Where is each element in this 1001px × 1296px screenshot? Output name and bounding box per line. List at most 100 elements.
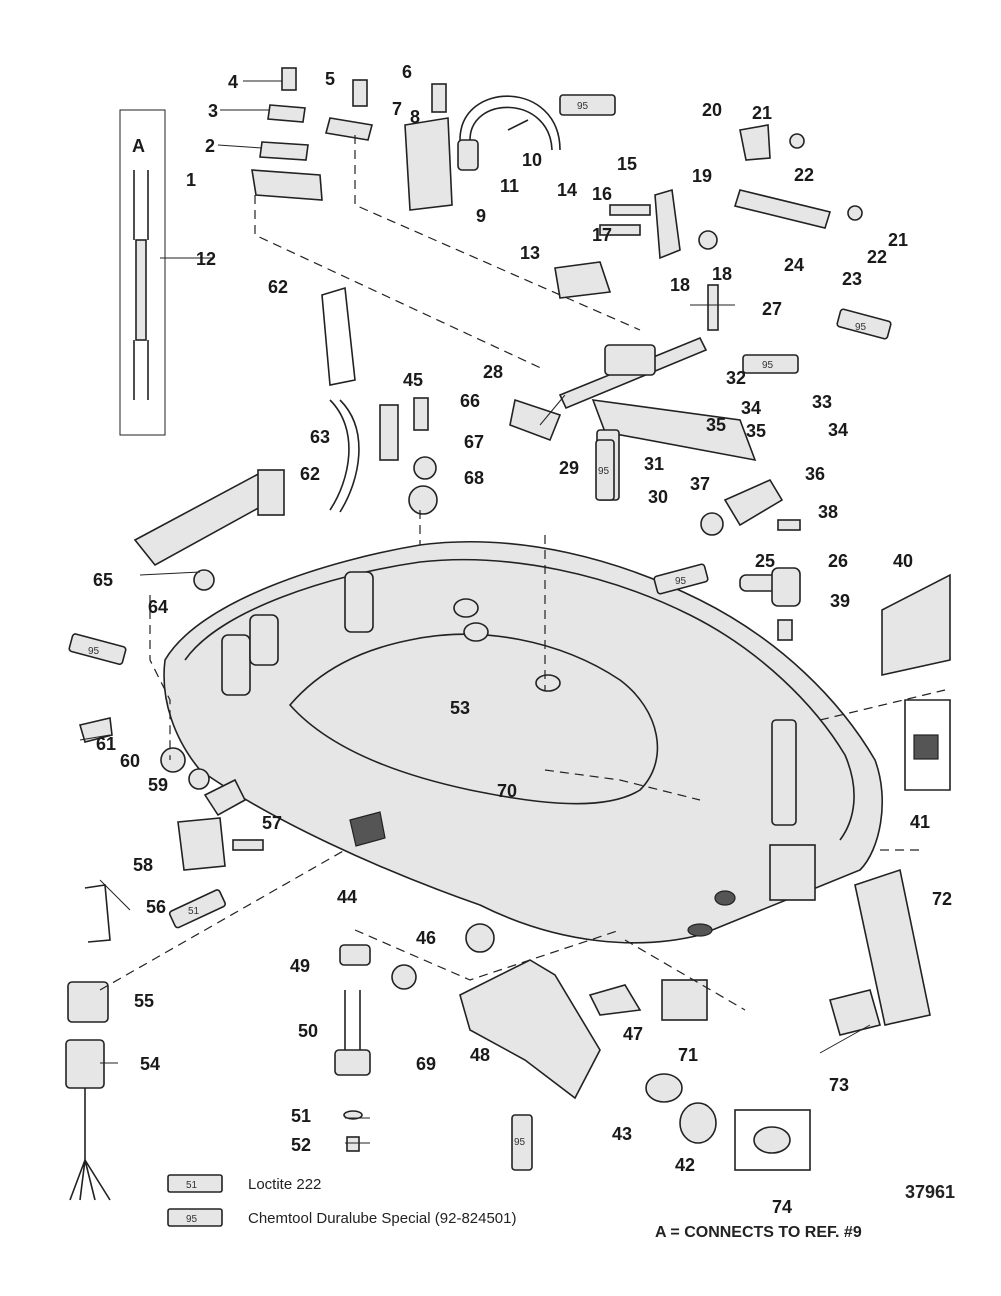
throttle-shaft-assembly bbox=[509, 336, 801, 536]
callout-73: 73 bbox=[829, 1075, 849, 1095]
callout-63: 63 bbox=[310, 427, 330, 447]
callout-14: 14 bbox=[557, 180, 577, 200]
tube-95-right: 95 bbox=[836, 308, 892, 340]
callout-35b: 35 bbox=[746, 421, 766, 441]
callout-12: 12 bbox=[196, 249, 216, 269]
callout-46: 46 bbox=[416, 928, 436, 948]
callout-6: 6 bbox=[402, 62, 412, 82]
legend: 51 Loctite 222 95 Chemtool Duralube Spec… bbox=[167, 1174, 517, 1227]
bottom-parts bbox=[334, 923, 811, 1171]
callout-62b: 62 bbox=[300, 464, 320, 484]
callout-45: 45 bbox=[403, 370, 423, 390]
linkage-cluster bbox=[554, 124, 863, 331]
callout-39: 39 bbox=[830, 591, 850, 611]
callout-31: 31 bbox=[644, 454, 664, 474]
callout-48: 48 bbox=[470, 1045, 490, 1065]
callout-52: 52 bbox=[291, 1135, 311, 1155]
svg-text:95: 95 bbox=[514, 1137, 526, 1148]
callout-20: 20 bbox=[702, 100, 722, 120]
callout-58: 58 bbox=[133, 855, 153, 875]
tube-95-mid: 95 bbox=[595, 439, 615, 501]
callout-10: 10 bbox=[522, 150, 542, 170]
callout-44: 44 bbox=[337, 887, 357, 907]
callout-27: 27 bbox=[762, 299, 782, 319]
callout-49: 49 bbox=[290, 956, 310, 976]
legend-text-95: Chemtool Duralube Special (92-824501) bbox=[248, 1210, 517, 1227]
tube-95-bottom: 95 bbox=[511, 1114, 533, 1171]
callout-68: 68 bbox=[464, 468, 484, 488]
callout-19: 19 bbox=[692, 166, 712, 186]
bottom-cowl bbox=[163, 540, 884, 944]
callout-5: 5 bbox=[325, 69, 335, 89]
callout-55: 55 bbox=[134, 991, 154, 1011]
callout-69: 69 bbox=[416, 1054, 436, 1074]
callout-40: 40 bbox=[893, 551, 913, 571]
callout-23: 23 bbox=[842, 269, 862, 289]
tube-51-left: 51 bbox=[168, 889, 226, 929]
callout-53: 53 bbox=[450, 698, 470, 718]
callout-28: 28 bbox=[483, 362, 503, 382]
callout-59: 59 bbox=[148, 775, 168, 795]
callout-21b: 21 bbox=[888, 230, 908, 250]
right-side-parts bbox=[739, 567, 951, 1036]
callout-labels: 4 3 2 1 5 6 7 8 9 10 11 12 13 14 15 16 1… bbox=[93, 62, 952, 1217]
callout-65: 65 bbox=[93, 570, 113, 590]
callout-62a: 62 bbox=[268, 277, 288, 297]
tube-95-top: 95 bbox=[559, 94, 616, 116]
svg-text:95: 95 bbox=[675, 576, 687, 587]
svg-text:95: 95 bbox=[855, 322, 867, 333]
callout-37: 37 bbox=[690, 474, 710, 494]
callout-36: 36 bbox=[805, 464, 825, 484]
callout-66: 66 bbox=[460, 391, 480, 411]
callout-9: 9 bbox=[476, 206, 486, 226]
footnote: A = CONNECTS TO REF. #9 bbox=[655, 1224, 862, 1241]
callout-26: 26 bbox=[828, 551, 848, 571]
callout-33: 33 bbox=[812, 392, 832, 412]
callout-8: 8 bbox=[410, 107, 420, 127]
svg-text:95: 95 bbox=[186, 1214, 198, 1225]
svg-text:51: 51 bbox=[188, 906, 200, 917]
callout-25: 25 bbox=[755, 551, 775, 571]
callout-51: 51 bbox=[291, 1106, 311, 1126]
callout-18a: 18 bbox=[670, 275, 690, 295]
legend-item-51: 51 Loctite 222 bbox=[167, 1174, 321, 1193]
callout-15: 15 bbox=[617, 154, 637, 174]
callout-2: 2 bbox=[205, 136, 215, 156]
top-bracket-cluster bbox=[251, 67, 561, 211]
svg-text:95: 95 bbox=[88, 646, 100, 657]
tube-95-left: 95 bbox=[68, 633, 127, 666]
legend-text-51: Loctite 222 bbox=[248, 1176, 321, 1193]
callout-74: 74 bbox=[772, 1197, 792, 1217]
tube-95-cable: 95 bbox=[653, 563, 709, 595]
callout-42: 42 bbox=[675, 1155, 695, 1175]
callout-13: 13 bbox=[520, 243, 540, 263]
callout-22a: 22 bbox=[794, 165, 814, 185]
callout-54: 54 bbox=[140, 1054, 160, 1074]
callout-4: 4 bbox=[228, 72, 238, 92]
callout-57: 57 bbox=[262, 813, 282, 833]
left-side-parts bbox=[65, 286, 438, 1201]
svg-text:95: 95 bbox=[762, 360, 774, 371]
callout-41: 41 bbox=[910, 812, 930, 832]
callout-50: 50 bbox=[298, 1021, 318, 1041]
lubricant-tubes: 95 95 95 95 95 95 51 95 bbox=[68, 94, 892, 1171]
callout-17: 17 bbox=[592, 225, 612, 245]
callout-30: 30 bbox=[648, 487, 668, 507]
callout-47: 47 bbox=[623, 1024, 643, 1044]
callout-11: 11 bbox=[500, 176, 519, 196]
callout-60: 60 bbox=[120, 751, 140, 771]
callout-7: 7 bbox=[392, 99, 402, 119]
callout-16: 16 bbox=[592, 184, 612, 204]
callout-67: 67 bbox=[464, 432, 484, 452]
callout-38: 38 bbox=[818, 502, 838, 522]
svg-text:95: 95 bbox=[577, 101, 589, 112]
dashed-connector-lines bbox=[99, 135, 946, 1011]
tube-95-shaft: 95 bbox=[742, 354, 799, 374]
callout-18b: 18 bbox=[712, 264, 732, 284]
svg-text:95: 95 bbox=[598, 466, 610, 477]
callout-32: 32 bbox=[726, 368, 746, 388]
callout-24: 24 bbox=[784, 255, 804, 275]
callout-1: 1 bbox=[186, 170, 196, 190]
callout-72: 72 bbox=[932, 889, 952, 909]
